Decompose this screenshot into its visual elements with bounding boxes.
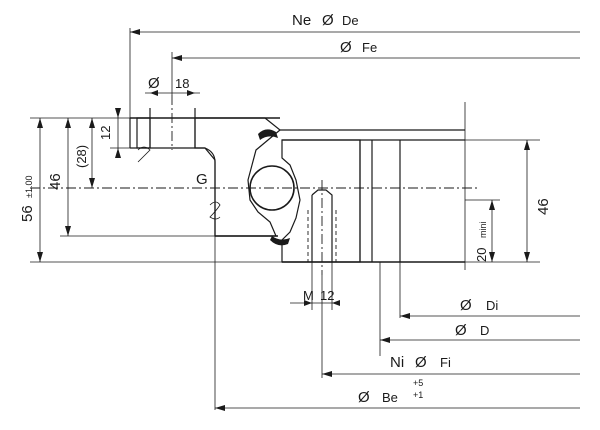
h20-value: 20 — [474, 248, 489, 262]
dimension-56: 56 ±1.00 — [19, 117, 282, 263]
dimension-12: 12 — [98, 108, 130, 158]
fi-label: Fi — [440, 355, 451, 370]
dimension-46-left: 46 — [47, 118, 215, 237]
h46-right-value: 46 — [535, 198, 552, 215]
di-label: Di — [486, 298, 498, 313]
dimension-ne-de: Ne Ø De — [130, 12, 580, 35]
dimension-m12: M 12 — [290, 262, 340, 310]
hole-dia-value: 18 — [175, 76, 189, 91]
outer-ring-section — [129, 95, 281, 237]
fi-dia-symbol: Ø — [415, 354, 427, 371]
di-dia-symbol: Ø — [460, 297, 472, 314]
ni-label: Ni — [390, 354, 404, 371]
m12-n: 12 — [320, 288, 334, 303]
hole-dia-symbol: Ø — [148, 75, 160, 92]
be-tol-plus: +5 — [413, 378, 423, 388]
be-tol-minus: +1 — [413, 390, 423, 400]
dimension-46-right: 46 — [465, 139, 552, 263]
dimension-di: Ø Di — [400, 297, 580, 319]
inner-ring-section — [270, 102, 466, 275]
dimension-20-mini: 20 mini — [465, 199, 500, 262]
be-dia-symbol: Ø — [358, 389, 370, 406]
h56-tolerance: ±1.00 — [24, 176, 34, 198]
be-label: Be — [382, 390, 398, 405]
h56-value: 56 — [19, 205, 36, 222]
ne-label: Ne — [292, 12, 311, 29]
d-dia-symbol: Ø — [455, 322, 467, 339]
dimension-hole-dia: Ø 18 — [145, 75, 200, 96]
dimension-d: Ø D — [380, 322, 580, 343]
ne-dia-symbol: Ø — [322, 12, 334, 29]
d-label: D — [480, 323, 489, 338]
fe-label: Fe — [362, 40, 377, 55]
de-label: De — [342, 13, 359, 28]
g-label: G — [196, 171, 208, 188]
m12-m: M — [303, 288, 314, 303]
dimension-fe: Ø Fe — [172, 39, 580, 61]
dimension-28: (28) — [74, 118, 95, 188]
h46-left-value: 46 — [47, 173, 64, 190]
dimension-ni-fi: Ni Ø Fi — [322, 354, 580, 377]
h12-value: 12 — [98, 126, 113, 140]
dimension-be: Ø Be +5 +1 — [215, 378, 580, 411]
fe-dia-symbol: Ø — [340, 39, 352, 56]
h28-value: (28) — [74, 145, 89, 168]
mini-label: mini — [478, 221, 488, 238]
